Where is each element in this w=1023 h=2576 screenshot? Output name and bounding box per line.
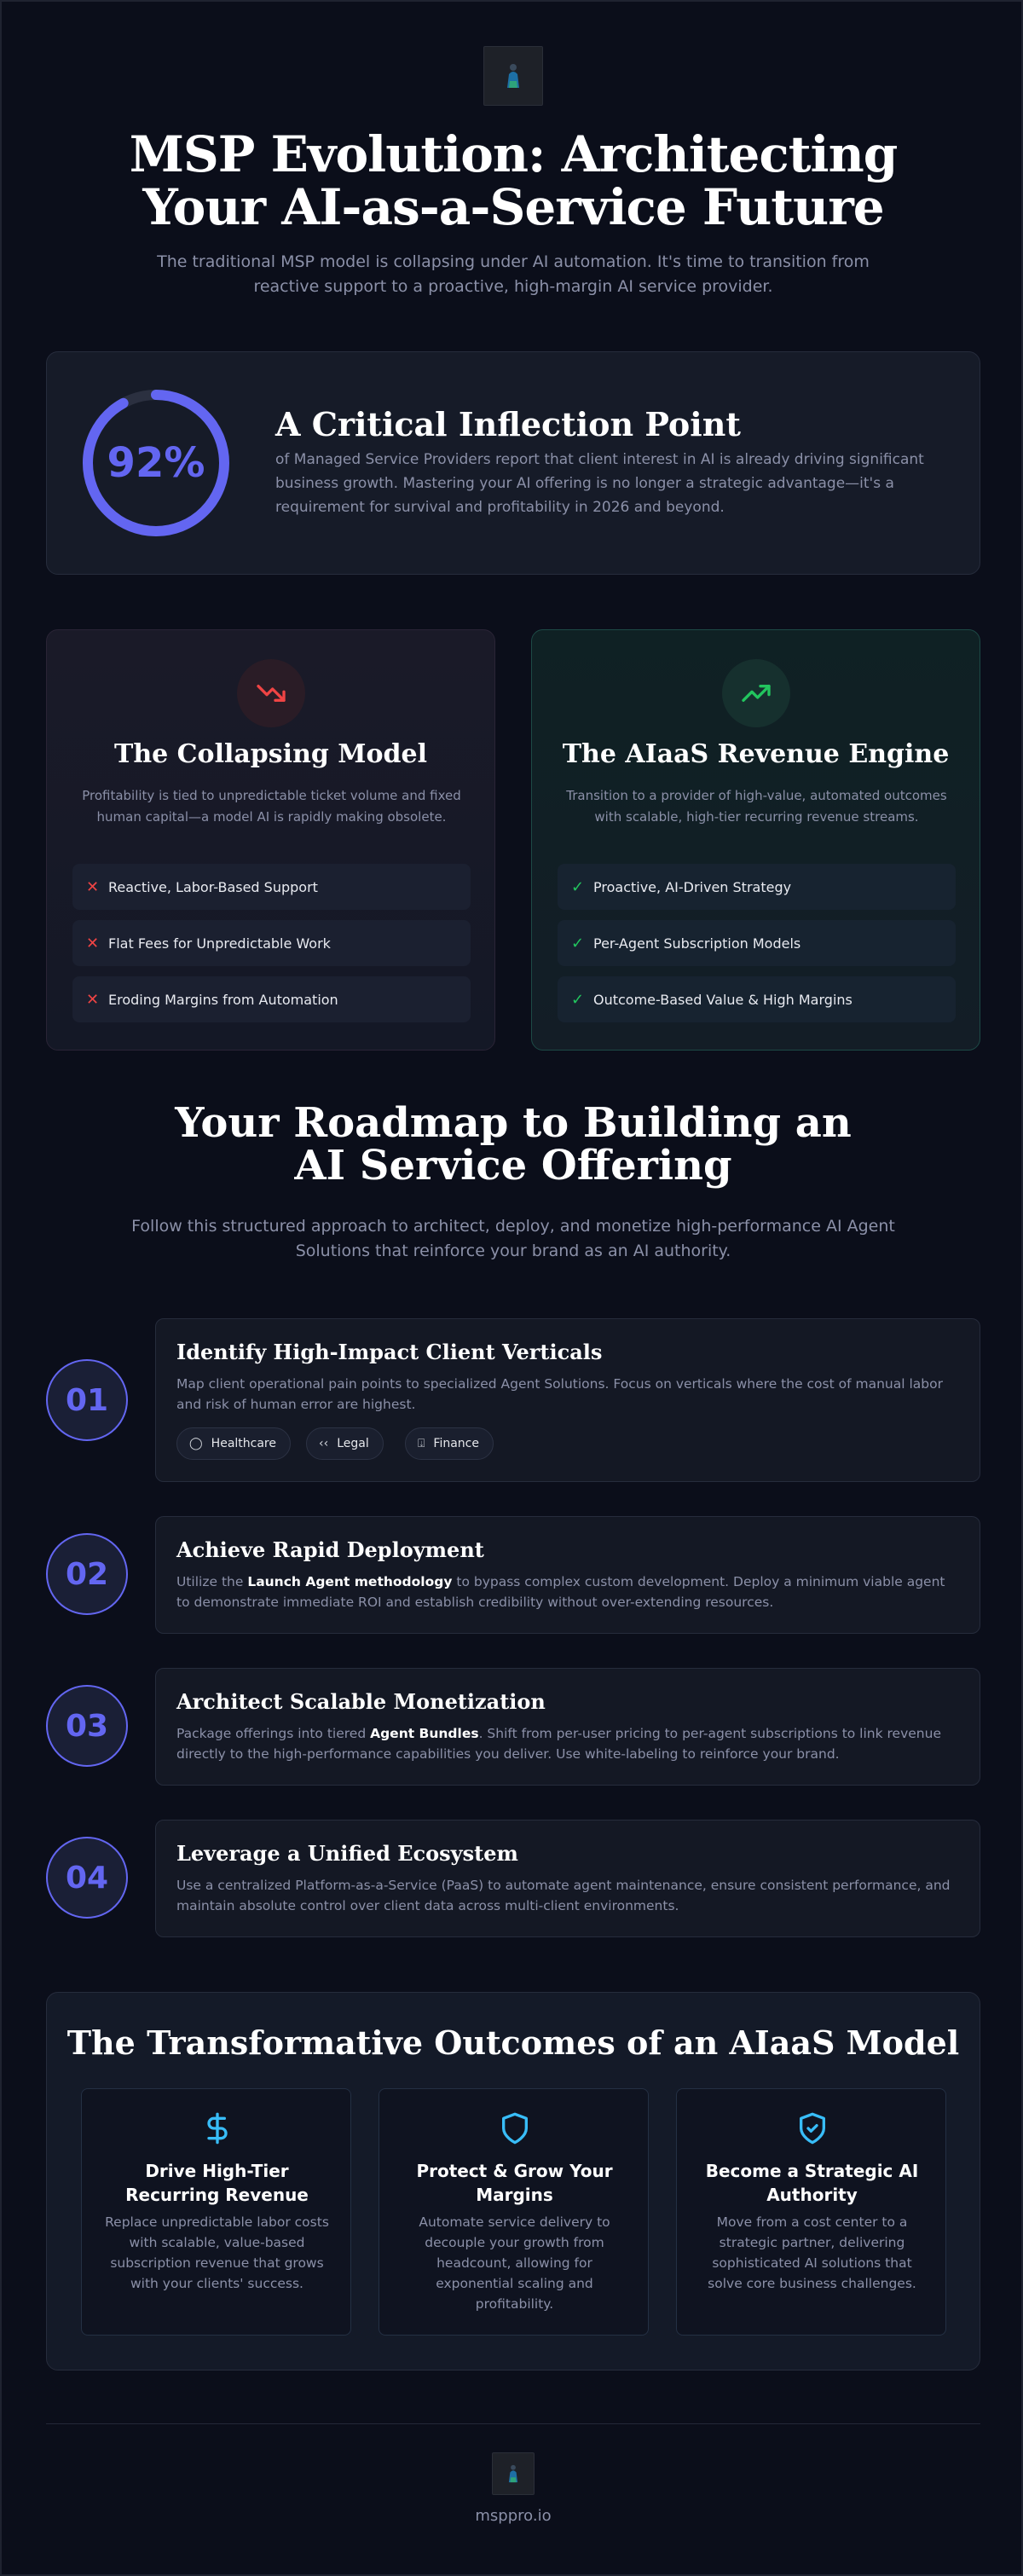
tag-healthcare[interactable]: ◯ Healthcare: [176, 1427, 291, 1460]
outcome-description: Replace unpredictable labor costs with s…: [105, 2214, 329, 2291]
list-item-label: Reactive, Labor-Based Support: [108, 878, 318, 895]
list-item: ✕ Flat Fees for Unpredictable Work: [72, 920, 471, 966]
outcome-description: Move from a cost center to a strategic p…: [708, 2214, 916, 2291]
outcome-title: Drive High-Tier Recurring Revenue: [125, 2161, 309, 2205]
roadmap-step-card: Achieve Rapid Deployment Utilize the Lau…: [155, 1516, 980, 1634]
tag-label: Legal: [337, 1437, 369, 1450]
step-description: Package offerings into tiered Agent Bund…: [176, 1726, 941, 1762]
roadmap-step-card: Leverage a Unified Ecosystem Use a centr…: [155, 1820, 980, 1937]
step-title: Identify High-Impact Client Verticals: [176, 1340, 603, 1364]
scales-icon: ‹‹: [319, 1437, 329, 1450]
outcomes-title: The Transformative Outcomes of an AIaaS …: [66, 2023, 960, 2062]
step-title: Achieve Rapid Deployment: [176, 1537, 484, 1562]
progress-ring: [83, 390, 229, 536]
step-description: Utilize the Launch Agent methodology to …: [176, 1574, 945, 1610]
roadmap-subtitle: Follow this structured approach to archi…: [131, 1217, 895, 1260]
finance-icon: ⍗: [418, 1437, 425, 1450]
footer-logo[interactable]: [492, 2452, 535, 2495]
tag-label: Healthcare: [211, 1437, 276, 1450]
outcome-card: Become a Strategic AI Authority Move fro…: [676, 2088, 946, 2336]
outcome-title: Become a Strategic AI Authority: [705, 2161, 919, 2205]
outcomes-section: The Transformative Outcomes of an AIaaS …: [46, 1992, 980, 2370]
brand-logo[interactable]: [483, 46, 543, 106]
page-title: MSP Evolution: Architecting Your AI-as-a…: [129, 125, 899, 236]
list-item: ✓ Proactive, AI-Driven Strategy: [558, 864, 956, 910]
revenue-engine-card: The AIaaS Revenue Engine Transition to a…: [531, 629, 980, 1051]
collapsing-model-title: The Collapsing Model: [114, 739, 427, 769]
progress-ring-fill: [83, 390, 229, 536]
inflection-stat-card: 92% A Critical Inflection Point of Manag…: [46, 351, 980, 575]
roadmap-title: Your Roadmap to Building an AI Service O…: [175, 1099, 852, 1190]
list-item-label: Proactive, AI-Driven Strategy: [593, 878, 792, 895]
footer-domain-link[interactable]: msppro.io: [475, 2507, 552, 2525]
stat-value: 92%: [107, 439, 205, 487]
list-item-label: Outcome-Based Value & High Margins: [593, 991, 852, 1008]
list-item-label: Eroding Margins from Automation: [108, 991, 338, 1008]
step-title: Leverage a Unified Ecosystem: [176, 1841, 518, 1866]
x-mark-icon: ✕: [86, 934, 100, 952]
step-title: Architect Scalable Monetization: [176, 1689, 546, 1714]
step-number: 02: [46, 1533, 128, 1615]
shield-check-icon: [800, 2112, 825, 2145]
tag-legal[interactable]: ‹‹ Legal: [306, 1427, 384, 1460]
page-subtitle: The traditional MSP model is collapsing …: [157, 252, 870, 296]
tag-finance[interactable]: ⍗ Finance: [405, 1427, 494, 1460]
step-description: Map client operational pain points to sp…: [176, 1376, 943, 1412]
collapsing-model-description: Profitability is tied to unpredictable t…: [82, 788, 461, 825]
x-mark-icon: ✕: [86, 877, 100, 896]
list-item: ✕ Eroding Margins from Automation: [72, 976, 471, 1022]
collapsing-model-card: The Collapsing Model Profitability is ti…: [46, 629, 495, 1051]
roadmap-step-card: Identify High-Impact Client Verticals Ma…: [155, 1318, 980, 1482]
check-mark-icon: ✓: [571, 990, 585, 1009]
stat-description: of Managed Service Providers report that…: [275, 451, 924, 516]
outcome-description: Automate service delivery to decouple yo…: [419, 2214, 610, 2312]
footer-divider: [46, 2423, 980, 2424]
logo-figure-icon: [507, 64, 519, 88]
step-description: Use a centralized Platform-as-a-Service …: [176, 1878, 951, 1913]
outcome-card: Drive High-Tier Recurring Revenue Replac…: [81, 2088, 351, 2336]
revenue-engine-description: Transition to a provider of high-value, …: [566, 788, 947, 825]
list-item-label: Flat Fees for Unpredictable Work: [108, 935, 331, 952]
revenue-engine-title: The AIaaS Revenue Engine: [562, 739, 950, 769]
outcome-card: Protect & Grow Your Margins Automate ser…: [379, 2088, 649, 2336]
drop-icon: ◯: [189, 1437, 203, 1450]
list-item: ✓ Per-Agent Subscription Models: [558, 920, 956, 966]
roadmap-step-card: Architect Scalable Monetization Package …: [155, 1668, 980, 1786]
list-item: ✓ Outcome-Based Value & High Margins: [558, 976, 956, 1022]
list-item-label: Per-Agent Subscription Models: [593, 935, 801, 952]
step-number: 01: [46, 1359, 128, 1441]
dollar-icon: [207, 2112, 228, 2145]
outcome-title: Protect & Grow Your Margins: [416, 2161, 613, 2205]
check-mark-icon: ✓: [571, 877, 585, 896]
stat-title: A Critical Inflection Point: [275, 405, 741, 443]
trending-down-icon: [237, 659, 305, 727]
tag-label: Finance: [433, 1437, 479, 1450]
x-mark-icon: ✕: [86, 990, 100, 1009]
logo-figure-icon: [508, 2464, 518, 2483]
step-number: 04: [46, 1837, 128, 1919]
list-item: ✕ Reactive, Labor-Based Support: [72, 864, 471, 910]
trending-up-icon: [722, 659, 790, 727]
shield-icon: [502, 2112, 528, 2145]
check-mark-icon: ✓: [571, 934, 585, 952]
step-number: 03: [46, 1685, 128, 1767]
